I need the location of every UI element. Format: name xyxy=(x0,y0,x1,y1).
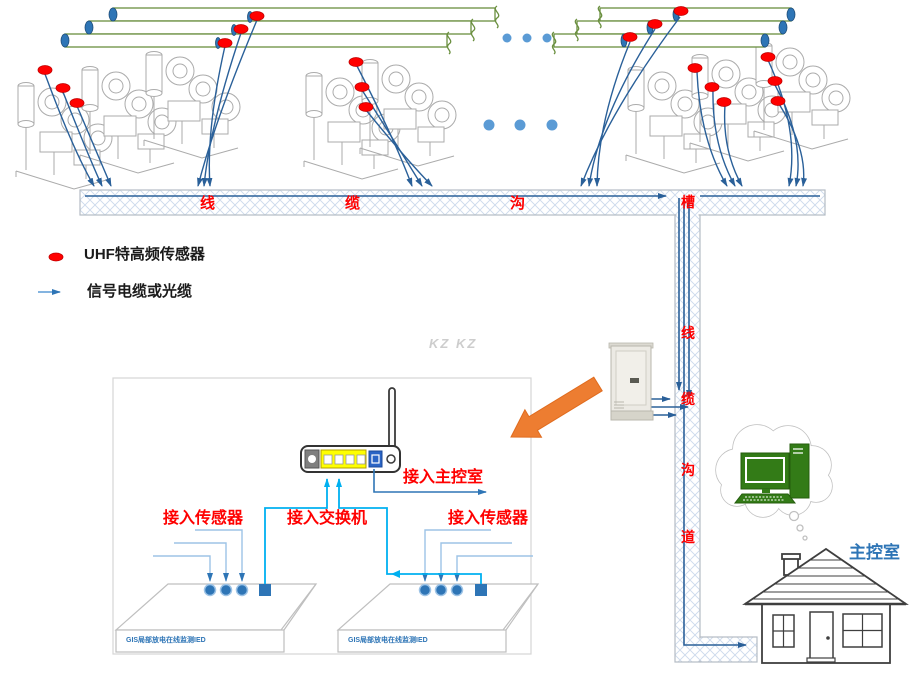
busbar-right xyxy=(551,5,796,55)
cable-trench-stub xyxy=(699,636,758,663)
trench-label-3: 沟 xyxy=(510,195,526,212)
busbar-left xyxy=(60,5,500,55)
router xyxy=(300,387,401,473)
ied-ports xyxy=(203,583,487,597)
legend-uhf-sensor-icon xyxy=(48,252,64,262)
comm-cabinet xyxy=(608,342,654,421)
uhf-sensor-icon xyxy=(704,82,720,92)
watermark: KZ KZ xyxy=(429,336,478,351)
legend-signal-cable-label: 信号电缆或光缆 xyxy=(87,283,193,300)
ied-left-label: GIS局部放电在线监测IED xyxy=(126,637,206,644)
uhf-sensor-icon xyxy=(249,11,265,21)
callout-arrow xyxy=(510,376,603,438)
uhf-sensor-icon xyxy=(37,65,53,75)
uhf-sensor-icon xyxy=(69,98,85,108)
ied-uplink-port-right xyxy=(475,584,487,596)
router-antenna-base xyxy=(386,454,396,464)
sensor-connection-lines xyxy=(153,529,533,582)
uhf-sensor-icon xyxy=(673,6,689,16)
uhf-sensors xyxy=(37,6,786,112)
control-room-house xyxy=(742,547,909,664)
uhf-sensor-icon xyxy=(767,76,783,86)
to-switch-label: 接入交换机 xyxy=(287,510,368,527)
computer-icon xyxy=(733,443,810,504)
trench-cables xyxy=(85,193,820,648)
vtrench-label-2: 缆 xyxy=(681,391,695,407)
control-room-label: 主控室 xyxy=(849,543,900,562)
link-to-control-room xyxy=(373,469,487,495)
signal-cables xyxy=(44,16,808,187)
cable-to-control-room xyxy=(683,198,747,648)
thought-cloud xyxy=(715,424,833,541)
router-antenna xyxy=(388,387,396,451)
ied-uplink-port-left xyxy=(259,584,271,596)
uhf-sensor-icon xyxy=(687,63,703,73)
to-main-control-room-label: 接入主控室 xyxy=(403,469,484,486)
legend-uhf-sensor-label: UHF特高频传感器 xyxy=(84,246,205,263)
uhf-sensor-icon xyxy=(217,38,233,48)
vtrench-label-4: 道 xyxy=(681,529,695,545)
trench-label-1: 线 xyxy=(200,195,216,212)
router-port-wan xyxy=(368,450,383,468)
uhf-sensor-icon xyxy=(760,52,776,62)
uplink-arrowhead xyxy=(391,570,400,578)
uhf-sensor-icon xyxy=(348,57,364,67)
uhf-sensor-icon xyxy=(716,97,732,107)
uhf-sensor-icon xyxy=(358,102,374,112)
to-sensors-right-label: 接入传感器 xyxy=(448,510,529,527)
ied-tray-right xyxy=(336,583,540,653)
trench-label-4: 槽 xyxy=(681,194,695,210)
to-sensors-left-label: 接入传感器 xyxy=(163,510,244,527)
uhf-sensor-icon xyxy=(55,83,71,93)
vtrench-label-1: 线 xyxy=(681,325,695,341)
ied-right-label: GIS局部放电在线监测IED xyxy=(348,637,428,644)
continuation-dots-middle xyxy=(483,119,558,131)
cloud-tail xyxy=(788,510,808,541)
uhf-sensor-icon xyxy=(354,82,370,92)
cable-trench-horizontal xyxy=(79,189,826,216)
continuation-dots-top xyxy=(502,33,552,43)
trench-label-2: 缆 xyxy=(345,195,361,212)
uhf-sensor-icon xyxy=(622,32,638,42)
switch-uplink-lines xyxy=(264,478,482,584)
uhf-sensor-icon xyxy=(770,96,786,106)
uhf-sensor-icon xyxy=(647,19,663,29)
gis-equipment-right xyxy=(625,42,851,174)
uhf-sensor-icon xyxy=(233,24,249,34)
vtrench-label-3: 沟 xyxy=(681,462,695,478)
